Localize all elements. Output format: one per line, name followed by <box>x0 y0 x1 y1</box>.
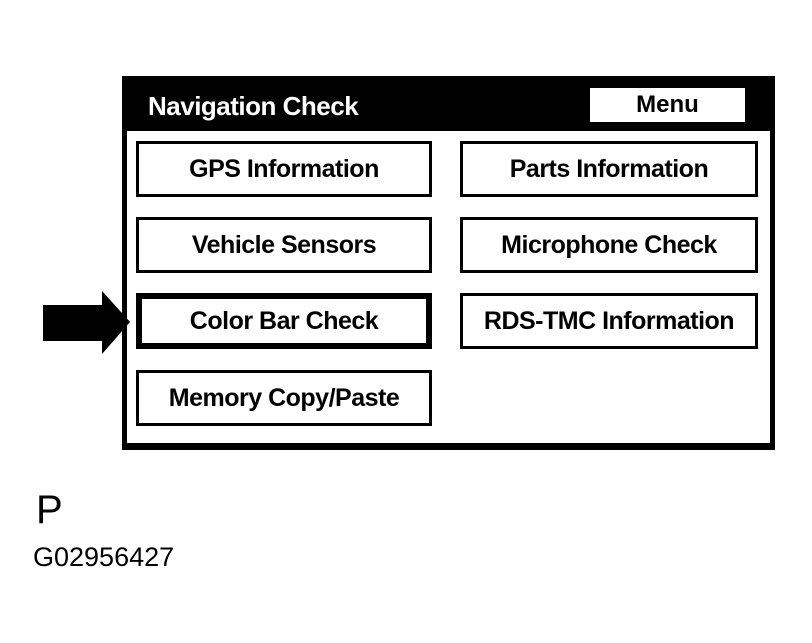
page-letter-label: P <box>36 488 63 532</box>
button-gps-information[interactable]: GPS Information <box>136 141 432 197</box>
pointer-arrow-shaft <box>43 305 103 341</box>
button-vehicle-sensors[interactable]: Vehicle Sensors <box>136 217 432 273</box>
button-color-bar-check[interactable]: Color Bar Check <box>136 293 432 349</box>
pointer-arrow-icon <box>43 291 131 354</box>
menu-button[interactable]: Menu <box>590 88 745 122</box>
page-title: Navigation Check <box>148 90 359 121</box>
button-rds-tmc-information[interactable]: RDS-TMC Information <box>460 293 758 349</box>
button-microphone-check[interactable]: Microphone Check <box>460 217 758 273</box>
figure-code-label: G02956427 <box>33 542 175 572</box>
title-bar: Navigation Check Menu <box>127 81 770 131</box>
button-parts-information[interactable]: Parts Information <box>460 141 758 197</box>
button-memory-copy-paste[interactable]: Memory Copy/Paste <box>136 370 432 426</box>
navigation-check-screen: Navigation Check Menu GPS Information Pa… <box>122 76 775 450</box>
pointer-arrow-head <box>102 291 130 354</box>
